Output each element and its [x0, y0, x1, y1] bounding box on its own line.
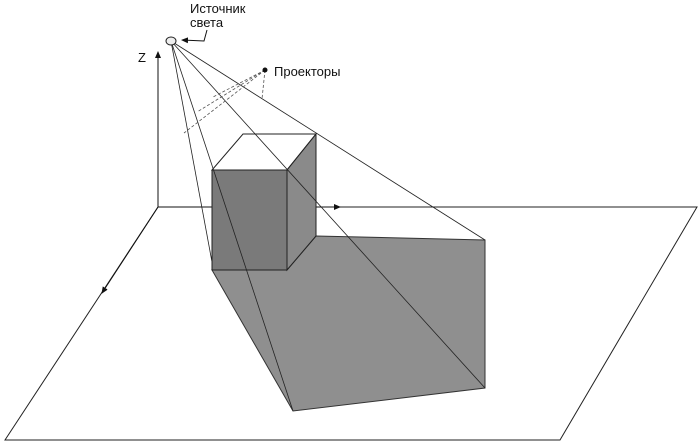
- box-front: [211, 169, 288, 271]
- z-axis-label: Z: [138, 50, 146, 65]
- y-axis: [101, 206, 159, 294]
- light-source-label-2: света: [190, 15, 224, 30]
- light-source-label-1: Источник: [190, 1, 246, 16]
- ground-plane: [4, 206, 698, 441]
- light-rays: [170, 40, 486, 412]
- projector-lines: [183, 69, 266, 134]
- light-source-icon: [165, 36, 177, 46]
- light-source-pointer: [181, 29, 208, 44]
- projector-point: [262, 67, 268, 73]
- projectors-label: Проекторы: [274, 64, 340, 79]
